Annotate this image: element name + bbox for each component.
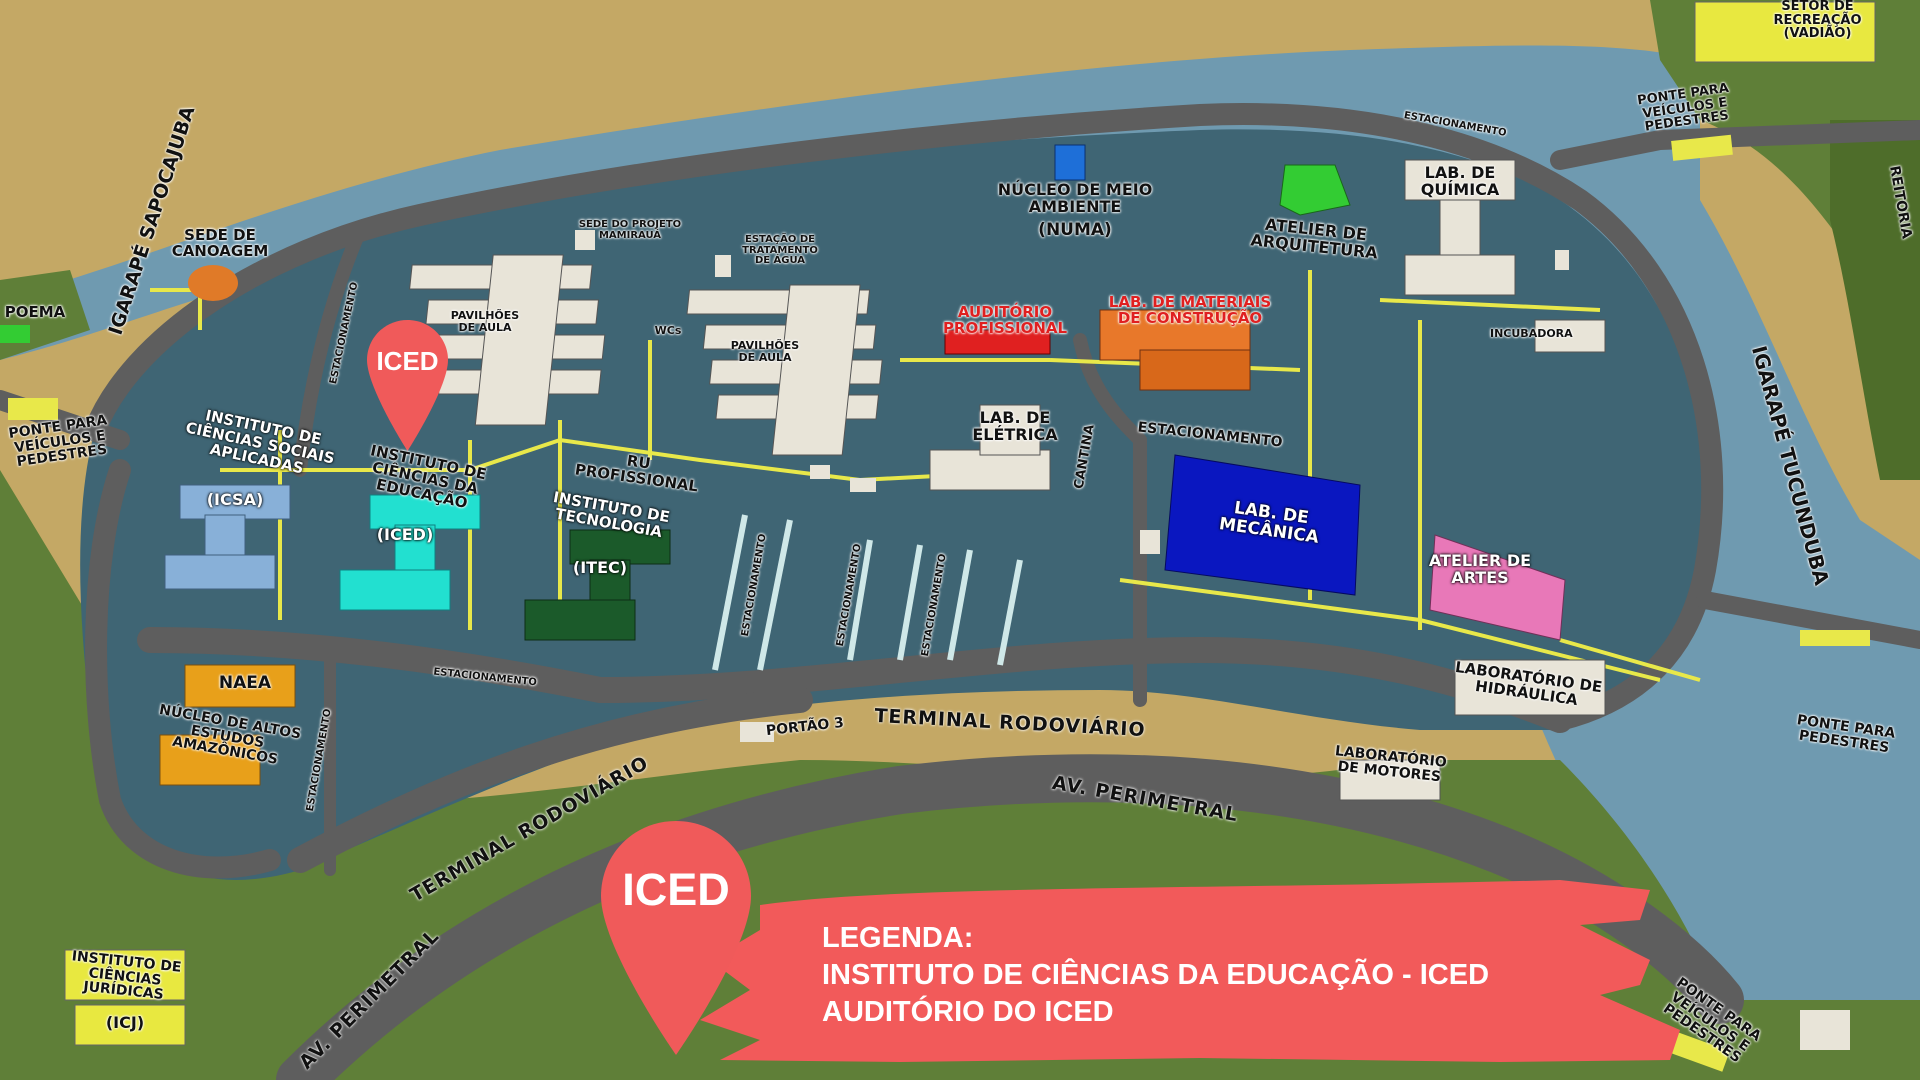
bridge-top-road [1550, 120, 1920, 170]
label-iced-abbr: (ICED) [376, 525, 434, 544]
parking-5 [947, 549, 973, 661]
label-estacao-agua: ESTAÇÃO DE TRATAMENTO DE ÁGUA [742, 234, 818, 266]
label-lab-materiais: LAB. DE MATERIAIS DE CONSTRUÇÃO [1108, 293, 1272, 327]
label-incubadora: INCUBADORA [1490, 327, 1573, 340]
label-atelier-artes: ATELIER DE ARTES [1428, 551, 1532, 587]
legend-brush [700, 880, 1680, 1062]
inner-road-south [137, 627, 1573, 733]
bridge-top [1671, 134, 1733, 161]
bridge-right-road [1696, 591, 1920, 649]
parking-1 [712, 514, 748, 671]
building-auditorio [944, 329, 1051, 355]
legend-line-iced: INSTITUTO DE CIÊNCIAS DA EDUCAÇÃO - ICED [822, 959, 1490, 991]
label-icsa-abbr: (ICSA) [206, 490, 264, 509]
parking-2 [757, 519, 793, 671]
west-road [293, 223, 367, 477]
legend-pin-label: ICED [622, 864, 730, 915]
iced-pin-label: ICED [376, 346, 439, 376]
ring-road [84, 103, 1724, 731]
label-wcs: WCs [654, 324, 682, 337]
label-lab-quimica: LAB. DE QUÍMICA [1420, 163, 1500, 199]
label-naea: NAEA [218, 673, 272, 693]
path-1 [220, 437, 1051, 483]
bridge-right [1800, 630, 1870, 646]
buildings [0, 1, 1876, 1050]
location-pin-icon [601, 821, 751, 1055]
cantina-road [1073, 333, 1147, 707]
parking-4 [897, 544, 923, 661]
label-numa-abbr: (NUMA) [1038, 220, 1112, 240]
location-pin-icon [367, 320, 448, 451]
iced-map-pin[interactable]: ICED [365, 318, 450, 453]
label-setor-recreacao: SETOR DE RECREAÇÃO (VADIÃO) [1773, 0, 1862, 42]
legend-title: LEGENDA: [822, 922, 974, 954]
path-9 [1379, 298, 1601, 312]
bridge-left [8, 398, 58, 420]
path-13 [1559, 638, 1701, 682]
label-lab-eletrica: LAB. DE ELÉTRICA [972, 408, 1058, 444]
legend-line-auditorio: AUDITÓRIO DO ICED [822, 996, 1114, 1028]
label-pavilhoes-2: PAVILHÕES DE AULA [730, 339, 800, 364]
label-sede-mamiraua: SEDE DO PROJETO MAMIRAUÁ [578, 219, 682, 241]
parking-3 [847, 539, 873, 661]
legend: LEGENDA: INSTITUTO DE CIÊNCIAS DA EDUCAÇ… [822, 920, 1489, 1031]
label-pavilhoes-1: PAVILHÕES DE AULA [450, 309, 520, 334]
label-auditorio-profissional: AUDITÓRIO PROFISSIONAL [942, 303, 1068, 337]
terminal-road [287, 687, 813, 873]
label-itec-abbr: (ITEC) [572, 558, 628, 577]
label-poema: POEMA [4, 303, 66, 321]
grass-ne [1830, 120, 1920, 480]
label-sede-canoagem: SEDE DE CANOAGEM [171, 226, 269, 260]
legend-map-pin: ICED [598, 818, 754, 1058]
left-road [85, 459, 281, 879]
label-numa: NÚCLEO DE MEIO AMBIENTE [997, 180, 1153, 216]
label-icj-abbr: (ICJ) [105, 1013, 145, 1032]
parking-6 [997, 559, 1023, 666]
